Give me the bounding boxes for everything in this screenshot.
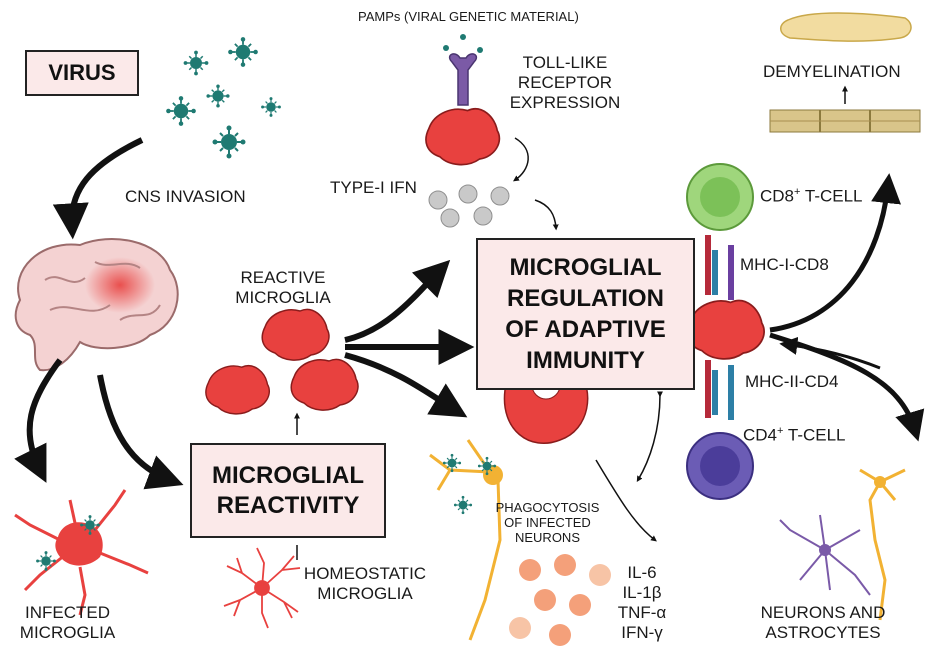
cd4-t-cell-label: CD4+ T-CELL — [743, 421, 846, 446]
virus-box: VIRUS — [25, 50, 139, 96]
cd8-t-cell-icon — [686, 163, 754, 231]
microglial-reactivity-box: MICROGLIAL REACTIVITY — [190, 443, 386, 538]
tlr-line-2: RECEPTOR — [517, 73, 613, 92]
brain-icon — [14, 238, 179, 372]
infected-line-1: INFECTED — [25, 603, 110, 622]
phagocytosis-line-2: OF INFECTED — [504, 515, 591, 530]
cd8-t-cell-label: CD8+ T-CELL — [760, 182, 863, 207]
homeostatic-microglia-label: HOMEOSTATIC MICROGLIA — [290, 564, 440, 604]
flow-arrows — [14, 137, 925, 560]
phagocytosis-label: PHAGOCYTOSIS OF INFECTED NEURONS — [480, 500, 615, 545]
reactive-line-2: MICROGLIA — [235, 288, 331, 307]
microglial-regulation-box: MICROGLIAL REGULATION OF ADAPTIVE IMMUNI… — [476, 238, 695, 390]
type1-ifn-icon — [428, 184, 510, 228]
cytokine-il6: IL-6 — [627, 563, 657, 582]
cytokine-il1b: IL-1β — [622, 583, 662, 602]
myelinated-axon-icon — [769, 109, 921, 133]
reactivity-line-2: REACTIVITY — [216, 491, 360, 519]
type1-ifn-label: TYPE-I IFN — [330, 178, 417, 197]
neurons-astrocytes-label: NEURONS AND ASTROCYTES — [748, 603, 898, 643]
mhc1-cd8-label: MHC-I-CD8 — [740, 255, 829, 274]
tlr-label: TOLL-LIKE RECEPTOR EXPRESSION — [505, 53, 625, 113]
virus-particle-icon — [165, 36, 282, 160]
mhc-receptor-icon — [705, 235, 734, 420]
infected-microglia-icon — [14, 489, 149, 616]
cytokines-label: IL-6 IL-1β TNF-α IFN-γ — [610, 563, 674, 643]
infected-line-2: MICROGLIA — [19, 623, 116, 642]
cd4-rest: T-CELL — [783, 425, 846, 445]
tlr-line-3: EXPRESSION — [509, 93, 621, 112]
demyelinated-axon-icon — [780, 12, 912, 42]
cd4-sup: + — [777, 425, 784, 437]
infected-microglia-label: INFECTED MICROGLIA — [10, 603, 125, 643]
toll-like-receptor-icon — [443, 34, 483, 106]
regulation-line-4: IMMUNITY — [526, 347, 645, 374]
cd4-t-cell-icon — [686, 432, 754, 500]
regulation-line-3: OF ADAPTIVE — [505, 316, 666, 343]
reactive-line-1: REACTIVE — [240, 268, 326, 287]
cytokine-ifng: IFN-γ — [621, 623, 663, 642]
cd4-main: CD4 — [743, 425, 778, 445]
reactivity-line-1: MICROGLIAL — [212, 461, 364, 489]
neurons-line-1: NEURONS AND — [760, 603, 886, 622]
neurons-line-2: ASTROCYTES — [765, 623, 881, 642]
microglia-cell-icon — [425, 108, 501, 166]
apc-microglia-icon — [686, 299, 765, 360]
regulation-line-1: MICROGLIAL — [509, 254, 662, 281]
regulation-line-2: REGULATION — [507, 285, 664, 312]
cytokine-tnfa: TNF-α — [617, 603, 667, 622]
pamps-label: PAMPs (VIRAL GENETIC MATERIAL) — [358, 9, 579, 24]
cd8-main: CD8 — [760, 186, 795, 206]
phagocytosis-line-3: NEURONS — [514, 530, 580, 545]
reactive-microglia-icon — [205, 308, 359, 415]
mhc2-cd4-label: MHC-II-CD4 — [745, 372, 839, 391]
demyelination-label: DEMYELINATION — [763, 62, 901, 81]
homeostatic-line-1: HOMEOSTATIC — [303, 564, 427, 583]
cd8-rest: T-CELL — [800, 186, 863, 206]
astrocyte-icon — [779, 514, 871, 596]
homeostatic-microglia-icon — [223, 547, 301, 629]
neuron-icon — [859, 468, 906, 621]
cytokine-spheres-icon — [509, 554, 611, 646]
phagocytosis-line-1: PHAGOCYTOSIS — [495, 500, 600, 515]
cns-invasion-label: CNS INVASION — [125, 187, 246, 206]
cd8-sup: + — [794, 186, 801, 198]
homeostatic-line-2: MICROGLIA — [317, 584, 413, 603]
reactive-microglia-label: REACTIVE MICROGLIA — [228, 268, 338, 308]
tlr-line-1: TOLL-LIKE — [522, 53, 608, 72]
virus-box-label: VIRUS — [48, 60, 116, 85]
